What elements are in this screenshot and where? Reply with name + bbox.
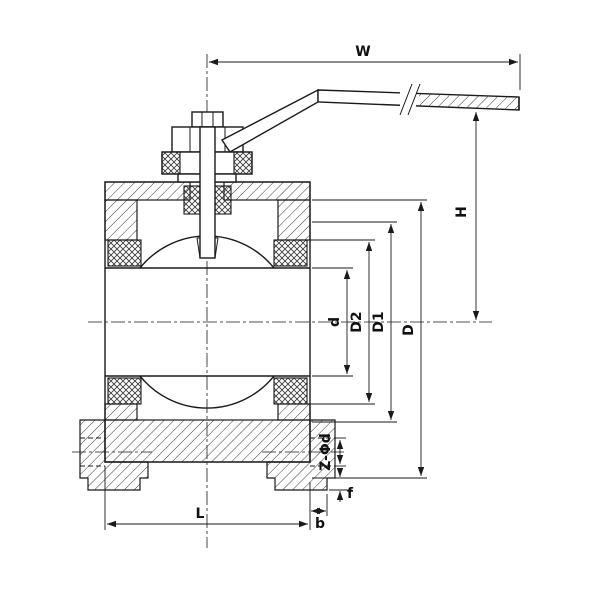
dimension-b: b: [309, 482, 328, 532]
dimension-Z-d: Z-Φd: [318, 433, 346, 471]
dimensions: W H d D2 D1 D: [104, 44, 521, 532]
dimension-H: H: [454, 112, 480, 320]
dim-label-D: D: [401, 324, 417, 336]
dim-label-f: f: [347, 486, 354, 502]
seat-rings: [107, 239, 308, 405]
dim-label-bolt-holes: Z-Φd: [318, 433, 334, 471]
dim-label-D2: D2: [349, 311, 365, 332]
dimension-D2: D2: [309, 239, 375, 405]
dim-label-D1: D1: [371, 311, 387, 332]
stem-assembly: [161, 111, 253, 259]
dim-label-L: L: [196, 506, 205, 522]
dim-label-b: b: [315, 516, 325, 532]
dimension-D1: D1: [312, 221, 397, 423]
dimension-f: f: [329, 468, 354, 502]
dimension-W: W: [209, 44, 521, 90]
dim-label-W: W: [355, 44, 370, 60]
dim-label-d: d: [327, 317, 343, 327]
handle-lever: [220, 83, 520, 153]
dimension-d: d: [312, 267, 353, 377]
dim-label-H: H: [454, 206, 470, 218]
dimension-D: D: [312, 199, 427, 479]
dimension-L: L: [104, 466, 308, 530]
